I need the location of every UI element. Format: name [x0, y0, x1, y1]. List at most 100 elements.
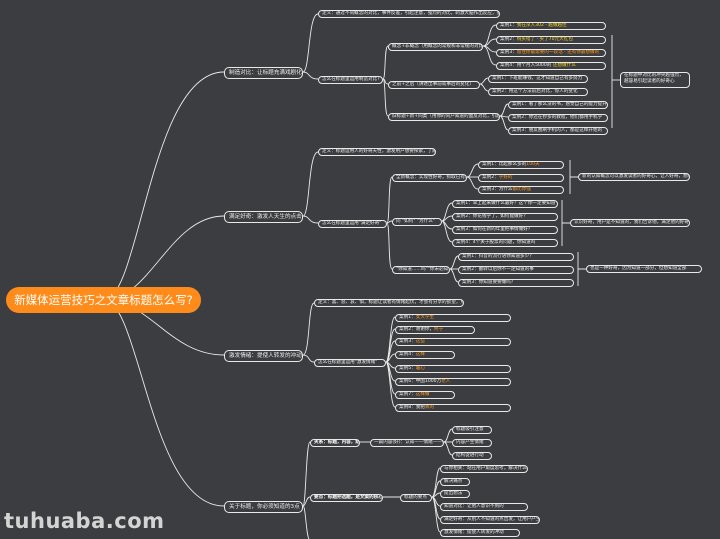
connector-b4-3: [302, 505, 310, 539]
b2-case-c2[interactable]: 案例2：翻转以后你不一定知道的事: [458, 266, 574, 274]
b3-case-5-hl: 暖心: [415, 366, 425, 371]
b2-case-c3[interactable]: 案例3：你知道要要做吗？: [458, 279, 574, 287]
b2-note-c[interactable]: 也是一种好奇，因为知道一部分，但想知道全部: [586, 265, 702, 273]
b4-attention[interactable]: 标题吸引注意: [452, 426, 492, 434]
connector-b3-8: [385, 361, 396, 408]
b1-case-3-label: 案例3：: [500, 50, 517, 55]
connector-b1-a1: [482, 24, 497, 47]
branch-curiosity[interactable]: 满足好奇：激发人天生的点击冲动: [224, 211, 303, 223]
b3-case-2[interactable]: 案例2：谢谢你，终于: [395, 326, 475, 334]
b2-how-new-concept[interactable]: 全新概念：实现性好奇，抓取已有人们的认知: [392, 174, 467, 182]
b1-case-4[interactable]: 案例4：用个月入5000的 还想做什么: [496, 62, 606, 70]
connector-b2-how-c: [386, 222, 393, 270]
b1-how-before-after[interactable]: 之前+之后（讲述出事前或事后的变化）: [388, 81, 480, 89]
b2-case-c1[interactable]: 案例1：抖音的流行语你知道多少？: [458, 253, 574, 261]
connector-b3-how: [302, 354, 315, 363]
b3-case-4[interactable]: 案例4：这样: [395, 351, 455, 359]
b3-case-3[interactable]: 案例3：这些: [395, 338, 511, 346]
b1-definition[interactable]: 定义：通过不同概念的对比，事件反差，引起注意，强烈的对比，刺激大脑作出反应，更容…: [318, 10, 500, 18]
b3-case-5[interactable]: 案例5：暖心: [395, 365, 511, 373]
root-topic[interactable]: 新媒体运营技巧之文章标题怎么写?: [6, 287, 201, 313]
b1-how-old-new[interactable]: 旧标题+新+同类（用你的同户知道的面反对比，引起用户关注）: [388, 113, 500, 121]
b1-case-b1[interactable]: 案例1：下班能赚钱，这才知道自己有多努力: [488, 75, 588, 83]
b2-case-a1-label: 案例1：比起那么多的: [482, 162, 527, 167]
connector-root-b1: [103, 71, 225, 301]
b2-case-b3[interactable]: 案例3：如何在新的年里把事情做好？: [452, 226, 558, 234]
b4-key-points-list[interactable]: 标题的要点: [400, 494, 432, 502]
b1-case-c2[interactable]: 案例2：你还在抄多的教程，他们都用手机学: [508, 114, 608, 122]
connector-b3-def: [302, 302, 315, 356]
b1-case-2-label: 案例2：: [500, 37, 517, 42]
b4-emotion[interactable]: 内容产生情绪: [452, 439, 492, 447]
connector-b1-b2: [479, 83, 489, 92]
b4-point-curiosity[interactable]: 满足好奇：从别人不知道的点出发，让用户产生兴趣: [440, 516, 540, 524]
connector-b4-2: [302, 496, 311, 507]
b3-case-1-label: 案例1：: [399, 315, 416, 320]
connector-b2-b2: [441, 215, 453, 222]
b2-case-a3[interactable]: 案例3：为什么都比你强: [478, 186, 564, 194]
b1-note[interactable]: 在标题中对比的冲突越强烈，越容易引起读者的好奇心: [620, 72, 690, 88]
b3-case-4-hl: 这样: [415, 352, 425, 357]
b1-case-3[interactable]: 案例3：留住你最需要的一段话 · 还有你最想做的: [496, 49, 606, 57]
b4-point-idea[interactable]: 提出想法: [440, 490, 470, 498]
b3-definition[interactable]: 定义：喜、怒、哀、惧，标题让读者有情绪起伏，才会有分享的欲望，点击转发: [314, 299, 464, 307]
b2-case-b1[interactable]: 案例1：早上起来做什么最好？这个你一定要知道: [452, 200, 558, 208]
b1-how-concept[interactable]: 概念+非概念（用概念的常规和非常规的对比反差）: [388, 43, 483, 51]
b4-relationship-chain[interactable]: 一篇内容(好)：认知——情绪——行动: [370, 439, 444, 447]
connector-b4-1: [302, 441, 311, 507]
b4-action[interactable]: 结构促进行动: [452, 452, 492, 460]
b3-case-6-hl: 老人: [441, 379, 451, 384]
connector-b1-c1: [499, 103, 509, 117]
connector-b2-def: [302, 151, 319, 217]
b3-case-7-label: 案例7：: [399, 392, 416, 397]
b2-case-b4[interactable]: 案例4：4个关于股票的问题，你知道吗: [452, 239, 558, 247]
b3-how[interactable]: 怎么在标题里运用"激发情绪": [314, 359, 386, 367]
b2-definition[interactable]: 定义：标题运用人的好奇天性，激发用户想要探索，了解更多: [318, 148, 436, 156]
b3-case-5-label: 案例5：: [399, 366, 416, 371]
connector-b4-2a-1: [431, 467, 441, 498]
connector-b1-how-a: [382, 45, 389, 80]
b2-case-b2[interactable]: 案例2：你花钱学了，如何能做好？: [452, 213, 558, 221]
b1-case-4-label: 案例4：用个月入5000的: [500, 63, 552, 68]
b2-case-a3-hl: 都比你强: [512, 187, 531, 192]
b1-how[interactable]: 怎么在标题里运用制造对比?: [318, 76, 383, 84]
b1-case-2[interactable]: 案例2：购买错了 · 买了70元大红包: [496, 36, 606, 44]
connector-b1-b1: [479, 77, 489, 85]
b1-case-2-hl1: 购买错了: [516, 37, 536, 42]
b2-how-do-you-know[interactable]: "你知道……吗""你未必知道……": [392, 266, 450, 274]
b1-case-1[interactable]: 案例1：我在深入302 · 越做越佳: [496, 22, 606, 30]
b2-note-b[interactable]: 认识好奇，用户是不知道的，我们告诉他，满足他的好奇心: [570, 219, 690, 227]
watermark: tuhuaba.com: [4, 509, 165, 533]
branch-three-points[interactable]: 关于标题，你必须知道的3点: [224, 501, 303, 513]
branch-emotion[interactable]: 激发情绪：提使人转发的冲动: [224, 350, 303, 362]
b4-point-relevant[interactable]: 与你相关：站在用户角度思考，解决什么问题: [440, 465, 528, 473]
b4-relationship[interactable]: 关系：标题，内容，结构: [310, 439, 360, 447]
b2-case-a1[interactable]: 案例1：比起那么多的100天: [478, 161, 564, 169]
b3-case-7-hl: 这样做: [415, 392, 430, 397]
b3-case-8[interactable]: 案例8：我把真的: [395, 404, 511, 412]
connector-b2-c3: [449, 268, 459, 283]
b1-case-4-hl: 还想做什么: [552, 63, 576, 68]
connector-b1-how: [302, 71, 319, 80]
b4-key-points[interactable]: 要点：标题把选题，是文案的核心: [310, 494, 383, 502]
b2-how[interactable]: 怎么在标题里运用"满足好奇": [318, 220, 387, 228]
b1-case-c1[interactable]: 案例1：看了那么没的书，感觉自己的能力提升了: [508, 101, 608, 109]
b2-case-a2[interactable]: 案例2：学好的: [478, 174, 564, 182]
b3-case-6[interactable]: 案例6：中国1000万老人: [395, 378, 511, 386]
connector-root-b4: [103, 299, 225, 507]
b4-point-emotion[interactable]: 激发情绪：提使人转发的冲动: [440, 529, 520, 537]
connector-b1-def: [302, 13, 319, 73]
b3-case-1[interactable]: 案例1：女大学生: [395, 314, 511, 322]
b3-case-7[interactable]: 案例7：这样做: [395, 391, 455, 399]
b1-case-1-hl1: 我在深入302: [516, 23, 544, 28]
b4-point-contrast[interactable]: 知道对比：让他人意识不到的: [440, 503, 528, 511]
b1-case-b2[interactable]: 案例2：用这个方法前后对比，惊人的变化: [488, 88, 588, 96]
b2-note-a[interactable]: 新的认知概念可以激发读者的好奇心，让人好奇，想看清楚怎么回事: [578, 173, 690, 181]
branch-contrast[interactable]: 制造对比：让标题充满戏剧化: [224, 67, 303, 79]
b3-case-3-hl: 这些: [415, 339, 425, 344]
b2-how-question[interactable]: 问 "如何" "为什么": [392, 218, 442, 226]
b1-case-c3[interactable]: 案例3：朋友圈刷手机的人，都是这样开始的: [508, 127, 608, 135]
b3-case-6-label: 案例6：中国1000万: [399, 379, 442, 384]
b2-case-a3-label: 案例3：为什么: [482, 187, 513, 192]
b4-point-pain[interactable]: 解决痛点: [440, 478, 470, 486]
